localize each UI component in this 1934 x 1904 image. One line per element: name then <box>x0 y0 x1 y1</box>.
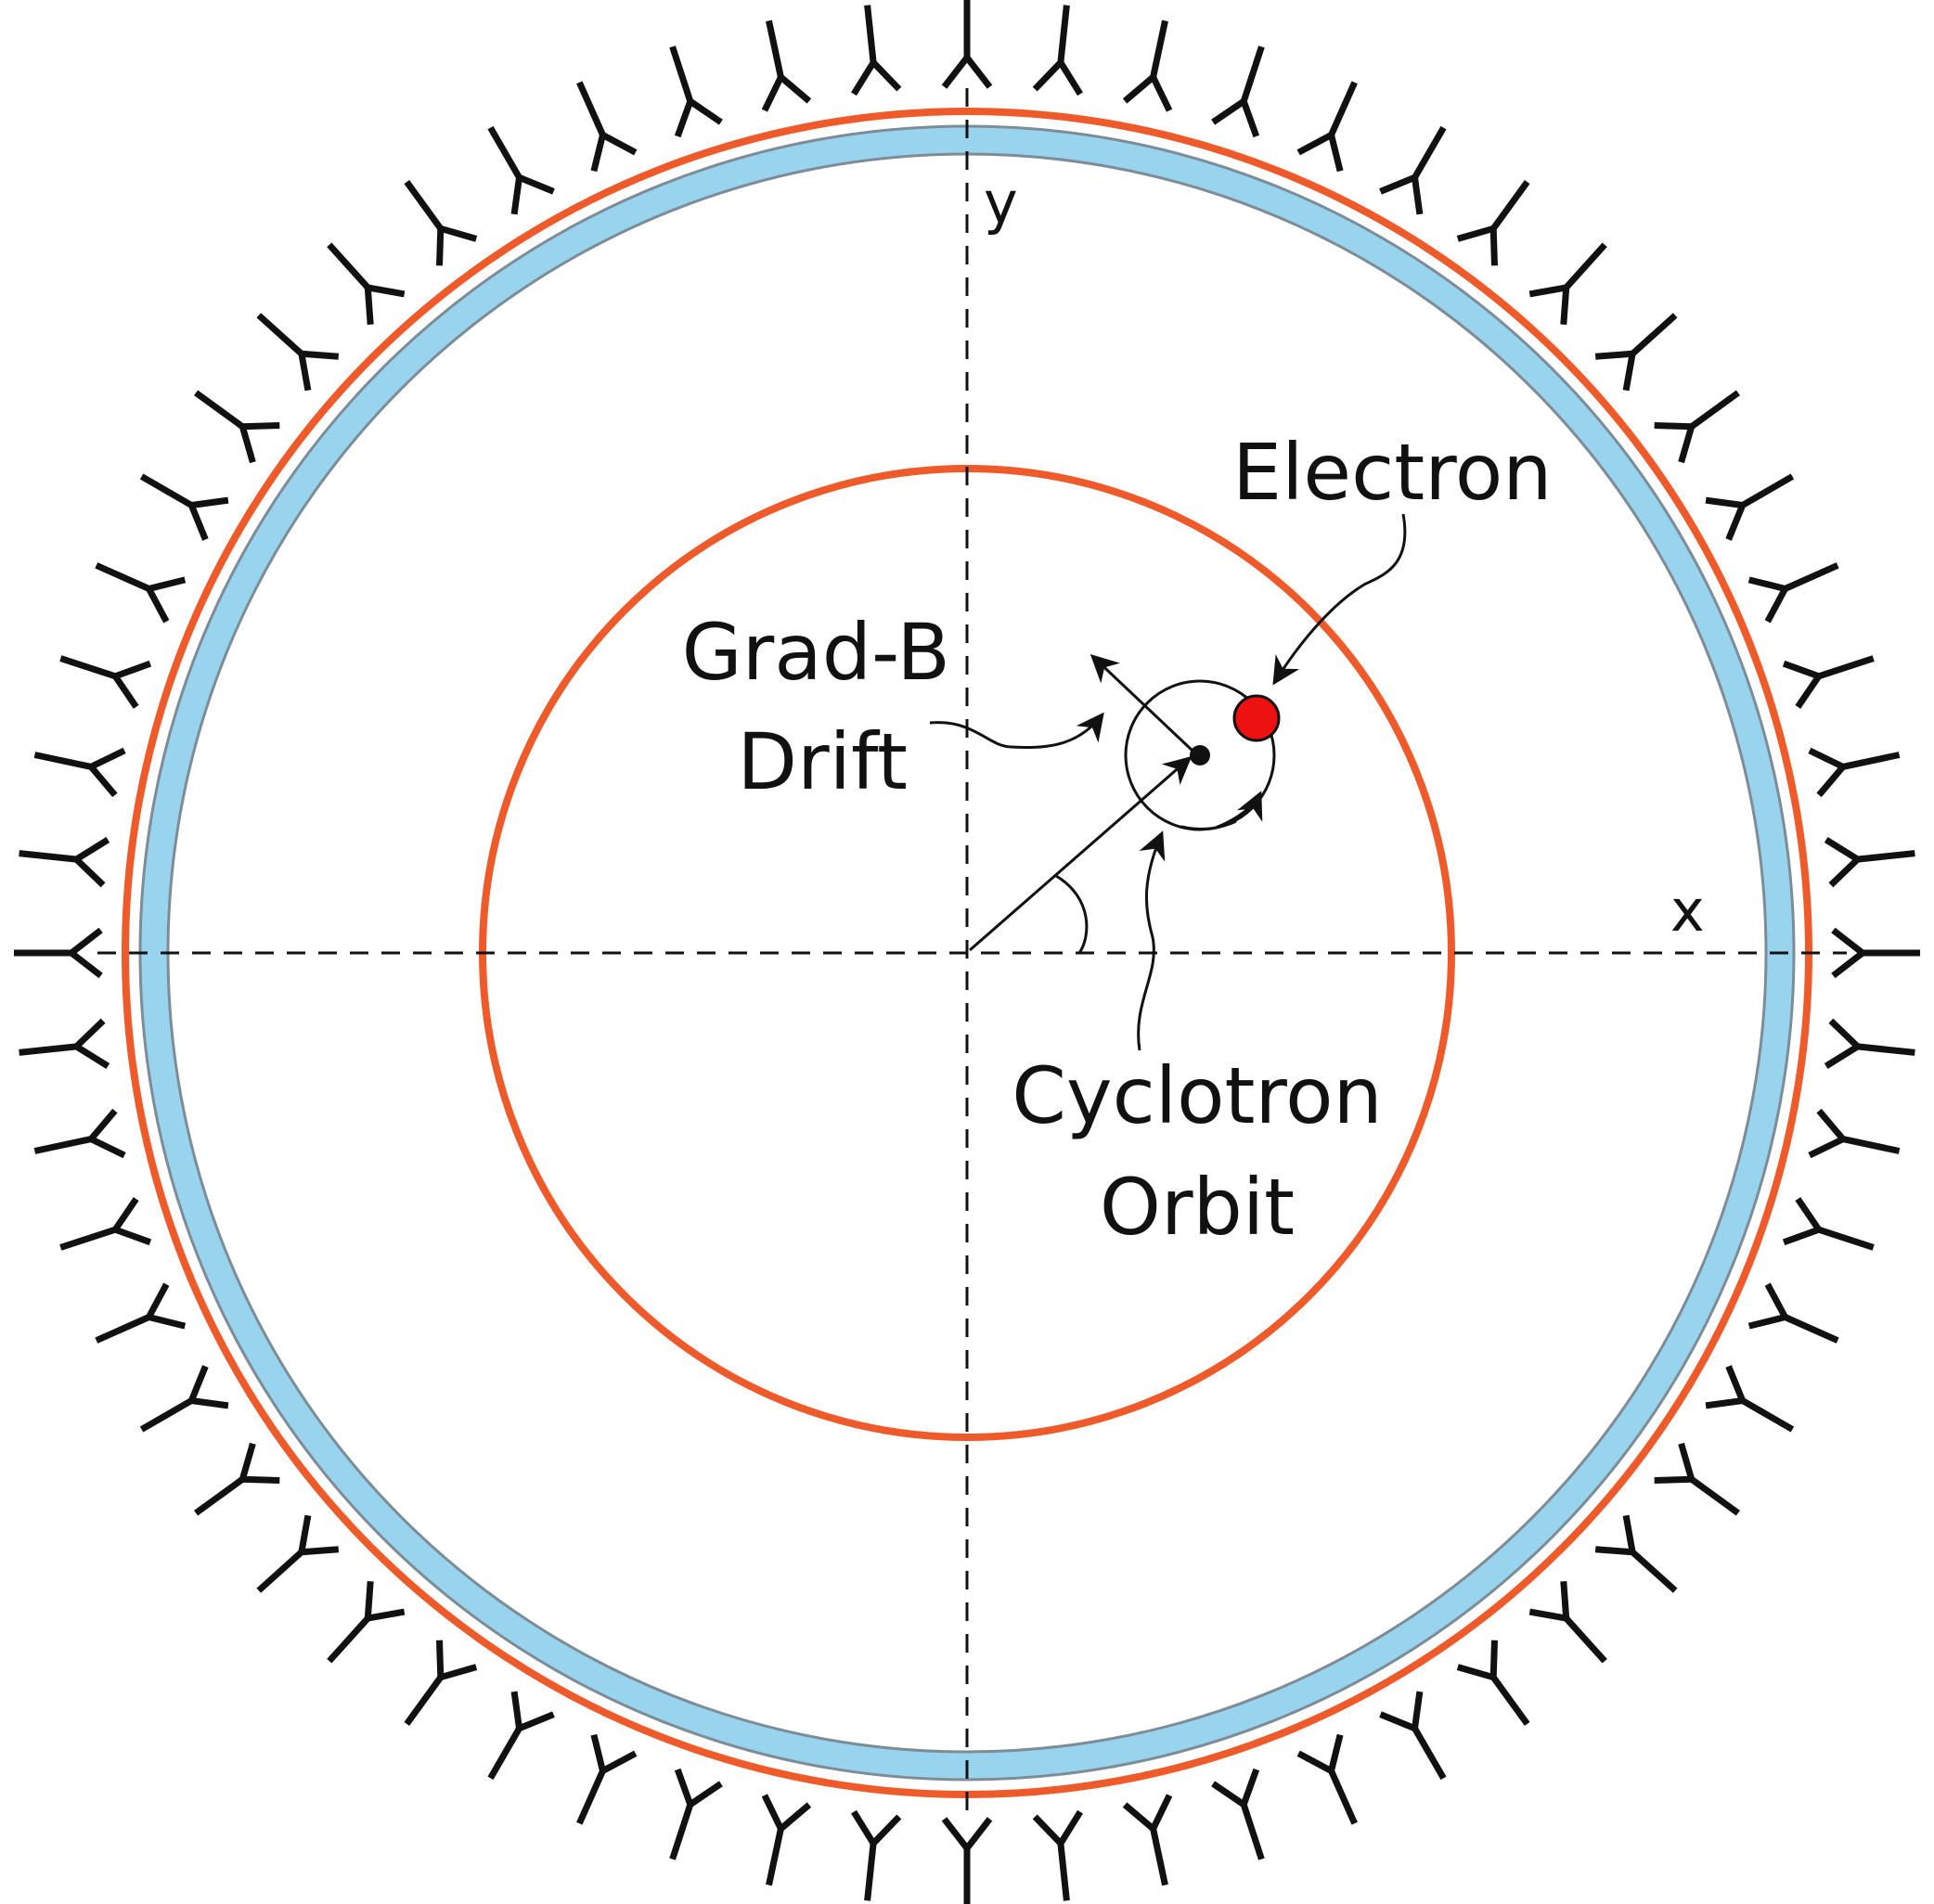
angle-arc <box>1055 874 1089 954</box>
antenna-icon <box>1032 5 1083 96</box>
antenna-icon <box>14 927 103 979</box>
antenna-icon <box>669 45 723 138</box>
antenna-icon <box>19 837 110 888</box>
electron-particle <box>1232 694 1281 742</box>
orbit-direction-arrow <box>1215 791 1263 830</box>
antenna-icon <box>95 1282 187 1344</box>
antenna-icon <box>1122 1794 1173 1886</box>
antenna-icon <box>327 242 406 326</box>
antenna-icon <box>1831 927 1920 979</box>
antenna-icon <box>1296 1733 1358 1825</box>
antenna-icon <box>576 81 638 173</box>
antenna-icon <box>1594 1514 1678 1593</box>
cyclotron-label-line2: Orbit <box>1100 1162 1295 1253</box>
antenna-icon <box>59 655 152 709</box>
antenna-icon <box>1379 1691 1447 1781</box>
antenna-icon <box>487 1691 555 1781</box>
antenna-icon <box>59 1197 152 1251</box>
antenna-icon <box>1296 81 1358 173</box>
antenna-icon <box>256 1514 340 1593</box>
electron-leader-arrow <box>1272 513 1407 686</box>
antenna-icon <box>194 390 280 464</box>
antenna-icon <box>487 125 555 215</box>
antenna-icon <box>1379 125 1447 215</box>
cyclotron-label-line1: Cyclotron <box>1012 1050 1383 1141</box>
antenna-icon <box>669 1768 723 1860</box>
y-axis-label: y <box>984 169 1018 237</box>
antenna-icon <box>1528 242 1607 326</box>
cyclotron-leader-arrow <box>1137 830 1166 1051</box>
antenna-icon <box>941 0 993 89</box>
antenna-icon <box>1808 1108 1901 1159</box>
antenna-icon <box>33 747 126 798</box>
radius-vector-arrow <box>969 756 1193 952</box>
antenna-icon <box>1654 1442 1740 1516</box>
grad-b-label-line1: Grad-B <box>682 607 950 698</box>
antenna-icon <box>194 1442 280 1516</box>
antenna-icon <box>404 1640 478 1726</box>
antenna-icon <box>1808 747 1901 798</box>
x-axis-label: x <box>1670 877 1705 945</box>
antenna-icon <box>1705 1365 1795 1433</box>
antenna-icon <box>576 1733 638 1825</box>
antenna-icon <box>941 1817 993 1904</box>
grad-b-label-line2: Drift <box>737 716 908 807</box>
antenna-icon <box>1824 837 1915 888</box>
antenna-icon <box>1122 19 1173 112</box>
antenna-icon <box>851 1809 902 1901</box>
antenna-icon <box>33 1108 126 1159</box>
antenna-icon <box>1032 1809 1083 1901</box>
antenna-icon <box>95 562 187 624</box>
antenna-icon <box>1654 390 1740 464</box>
antenna-icon <box>1747 1282 1839 1344</box>
antenna-icon <box>1747 562 1839 624</box>
antenna-icon <box>1528 1580 1607 1664</box>
antenna-icon <box>1594 313 1678 392</box>
antenna-icon <box>19 1018 110 1069</box>
antenna-icon <box>761 1794 812 1886</box>
antenna-icon <box>404 180 478 266</box>
antenna-icon <box>139 1365 229 1433</box>
antenna-icon <box>1211 1768 1265 1860</box>
grad-b-leader-arrow <box>929 712 1104 750</box>
antenna-icon <box>851 5 902 96</box>
antenna-icon <box>1824 1018 1915 1069</box>
antenna-icon <box>1456 1640 1530 1726</box>
grad-b-drift-arrow <box>1089 653 1194 753</box>
antenna-icon <box>327 1580 406 1664</box>
antenna-icon <box>1456 180 1530 266</box>
guiding-center-dot <box>1190 745 1210 765</box>
antenna-icon <box>761 19 812 112</box>
antenna-icon <box>1211 45 1265 138</box>
antenna-icon <box>1782 1197 1875 1251</box>
antenna-icon <box>256 313 340 392</box>
antenna-icon <box>1782 655 1875 709</box>
electron-label: Electron <box>1232 427 1553 518</box>
antenna-ring <box>14 0 1920 1904</box>
orbit-direction-arrow-lower <box>1180 819 1237 830</box>
antenna-icon <box>1705 473 1795 541</box>
antenna-icon <box>139 473 229 541</box>
